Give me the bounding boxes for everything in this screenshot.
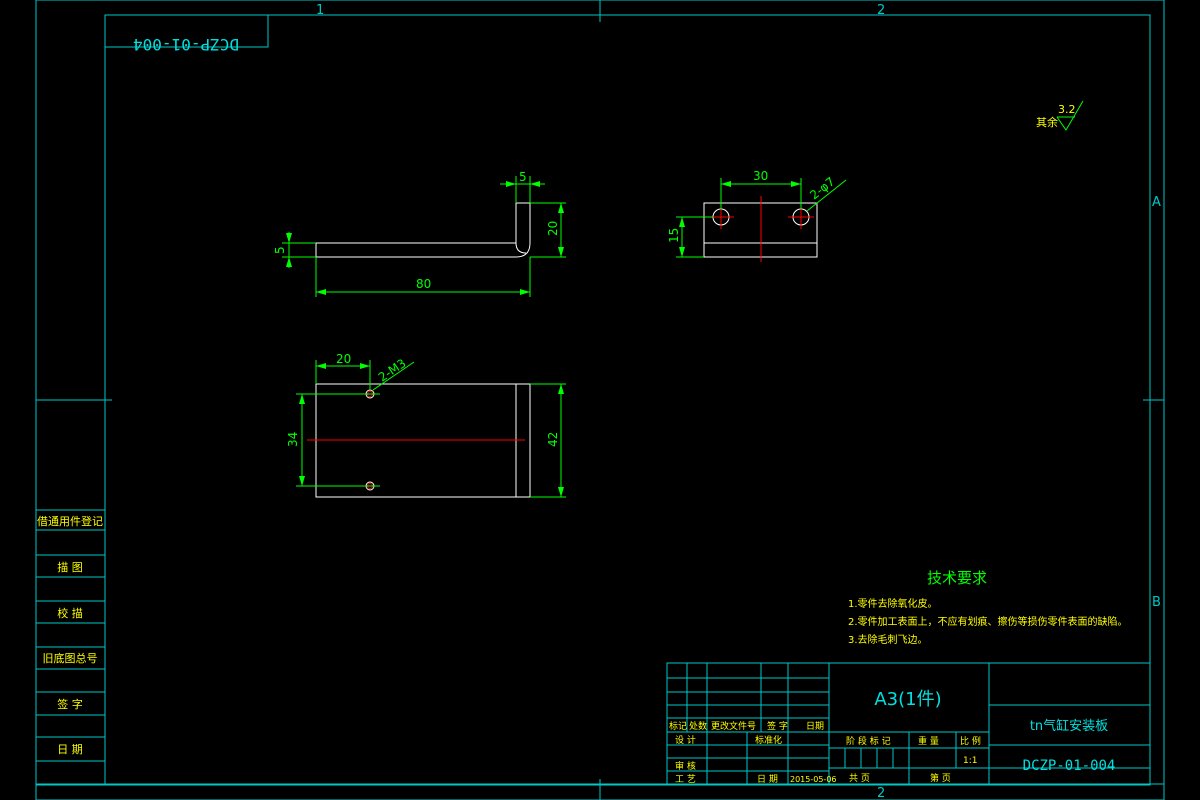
label-weight: 重 量	[918, 735, 939, 747]
inner-border	[104, 14, 1151, 786]
rev-header-change-doc: 更改文件号	[711, 720, 756, 732]
front-dim-thickness: 5	[273, 246, 287, 254]
top-dim-thread: 2-M3	[376, 356, 409, 384]
front-dim-length: 80	[416, 277, 431, 291]
top-dim-hole-spacing: 34	[286, 432, 300, 447]
side-view: 30 2-φ7 15	[667, 169, 847, 262]
top-dim-offset: 20	[336, 352, 351, 366]
zone-label-top-1: 1	[316, 3, 324, 18]
roughness-label: 其余	[1036, 115, 1058, 129]
rev-header-date: 日期	[806, 721, 824, 732]
value-date: 2015-05-06	[790, 775, 837, 784]
left-cell-borrowed-parts: 借通用件登记	[37, 514, 103, 528]
roughness-symbol: 其余 3.2	[1036, 100, 1084, 131]
front-view-dimensions	[282, 176, 566, 297]
zone-label-right-a: A	[1152, 195, 1161, 210]
tech-requirements-title: 技术要求	[927, 569, 987, 587]
tech-requirement-2: 2.零件加工表面上，不应有划痕、擦伤等损伤零件表面的缺陷。	[848, 615, 1128, 628]
tech-requirement-1: 1.零件去除氧化皮。	[848, 597, 938, 610]
top-dim-width: 42	[546, 432, 560, 447]
label-standardize: 标准化	[755, 734, 782, 746]
tech-requirement-3: 3.去除毛刺飞边。	[848, 633, 928, 646]
mirrored-code-box: DCZP-01-004	[104, 14, 269, 54]
zone-labels: 1 2 2 A B	[316, 3, 1161, 800]
rev-header-signature: 签 字	[767, 720, 788, 732]
tech-requirements: 技术要求 1.零件去除氧化皮。 2.零件加工表面上，不应有划痕、擦伤等损伤零件表…	[848, 569, 1128, 646]
left-cell-signature: 签 字	[57, 697, 83, 711]
label-stage-mark: 阶 段 标 记	[846, 735, 891, 747]
side-dim-hole-spacing: 30	[753, 169, 768, 183]
top-view: 20 2-M3 34 42	[286, 352, 566, 498]
outer-border	[35, 0, 1165, 800]
zone-label-right-b: B	[1152, 595, 1161, 610]
rev-header-count: 处数	[689, 720, 707, 732]
left-cell-date: 日 期	[57, 743, 83, 756]
side-view-dimensions	[676, 178, 847, 258]
mirrored-drawing-code: DCZP-01-004	[133, 35, 239, 54]
label-review: 审 核	[675, 760, 696, 772]
label-design: 设 计	[675, 734, 696, 746]
title-block: 标记 处数 更改文件号 签 字 日期 设 计 标准化 审 核 工 艺 日 期 2…	[666, 662, 1151, 786]
label-scale: 比 例	[960, 735, 981, 747]
zone-label-bottom-2: 2	[877, 786, 885, 800]
label-total-sheets: 共 页	[849, 773, 870, 784]
zone-label-top-2: 2	[877, 3, 885, 18]
left-cell-trace: 描 图	[57, 560, 83, 574]
side-dim-height: 15	[667, 228, 681, 243]
title-drawing-no: DCZP-01-004	[1023, 758, 1116, 774]
front-dim-height: 20	[546, 221, 560, 236]
title-part-name: tn气缸安装板	[1030, 718, 1108, 734]
front-dim-top-width: 5	[519, 170, 527, 184]
rev-header-mark: 标记	[669, 720, 687, 732]
left-cell-old-drawing-no: 旧底图总号	[43, 651, 98, 665]
label-sheet-no: 第 页	[930, 772, 951, 784]
title-material: A3(1件)	[874, 689, 941, 710]
top-view-dimensions	[296, 360, 566, 498]
label-date: 日 期	[757, 774, 778, 785]
front-view-arrows	[286, 181, 564, 295]
front-view: 5 5 20 80	[273, 170, 566, 297]
drawing-frame	[35, 0, 1165, 800]
front-view-outline	[315, 202, 531, 258]
label-process: 工 艺	[675, 774, 696, 785]
roughness-value: 3.2	[1058, 103, 1076, 116]
left-column-table: 借通用件登记 描 图 校 描 旧底图总号 签 字 日 期	[35, 509, 106, 786]
value-scale: 1:1	[963, 756, 977, 766]
left-cell-check-trace: 校 描	[57, 606, 83, 620]
